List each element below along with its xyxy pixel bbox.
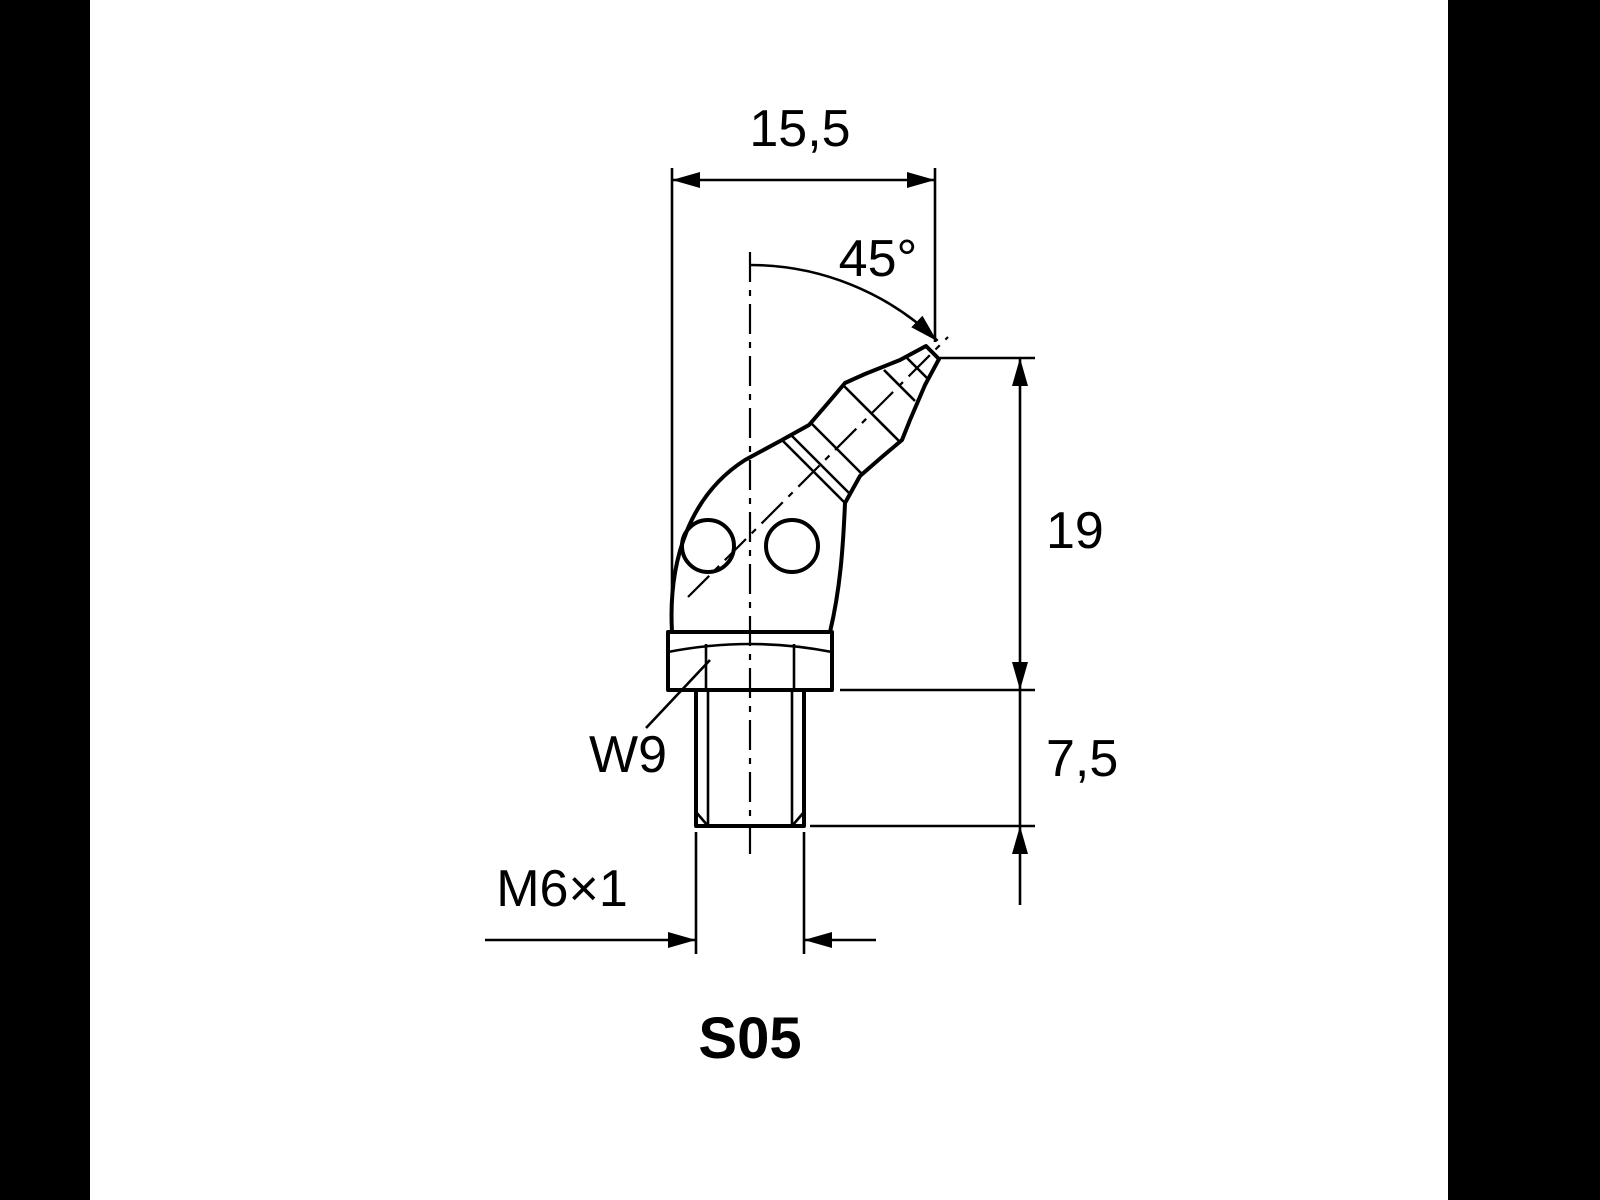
dim-height: 19 [840,356,1104,692]
label-thread-value: M6×1 [496,860,628,918]
hex-outline [666,630,834,692]
dim-angle: 45° [749,230,939,342]
collar-ring-3 [842,384,901,443]
dim-width-top-value: 15,5 [749,100,850,158]
arrow-up [1012,826,1028,854]
left-hole [680,518,736,574]
hex-chamfer-line [667,642,833,654]
dim-height-value: 19 [1046,502,1104,560]
cone-line-1 [883,369,916,402]
hex-base [666,630,834,692]
label-wrench-value: W9 [589,726,667,784]
label-wrench: W9 [589,659,711,784]
stud-chamfer-left [695,811,709,827]
dim-thread: M6×1 [485,832,876,954]
threaded-stud [694,688,806,828]
arrow-left-pointing [804,932,832,948]
stud-outline [694,688,806,828]
dim-angle-value: 45° [839,230,918,288]
drawing-panel [90,0,1448,1200]
dim-width-top: 15,5 [670,100,937,630]
grease-nipple-body [669,344,941,634]
leader-line [645,659,711,729]
arrow-up [1012,358,1028,386]
arrow-down [1012,662,1028,690]
cone-line-2 [906,357,928,379]
arrow-right-pointing [668,932,696,948]
collar-ring-1 [790,434,851,495]
right-hole [764,518,820,574]
arrow-right [907,172,935,188]
stud-chamfer-right [791,811,805,827]
arrow-left [672,172,700,188]
collar-ring-2 [810,422,863,475]
dim-thread-length: 7,5 [810,690,1118,905]
dim-thread-length-value: 7,5 [1046,730,1118,788]
neck-base-line [781,439,846,504]
angle-arrow [911,315,937,341]
part-label: S05 [698,1006,801,1071]
